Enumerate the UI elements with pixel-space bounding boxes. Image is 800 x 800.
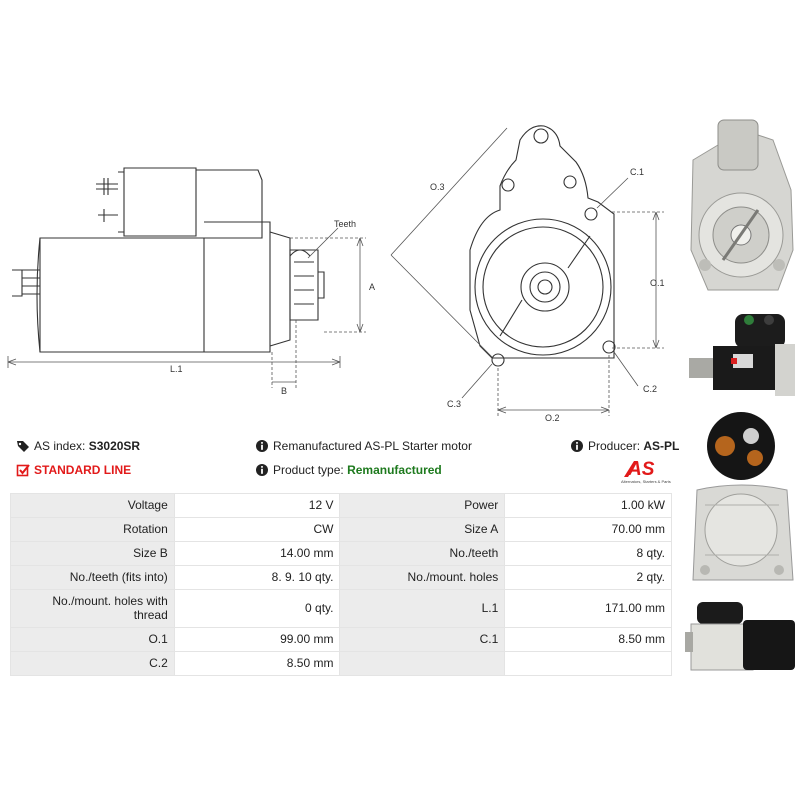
standard-line-label: STANDARD LINE — [34, 463, 132, 477]
info-icon — [256, 464, 268, 476]
logo-tagline: Alternators, Starters & Parts — [621, 479, 671, 484]
spec-value: 70.00 mm — [504, 517, 672, 542]
front-view — [469, 125, 616, 367]
spec-key: No./mount. holes — [339, 565, 506, 590]
pinion — [289, 249, 319, 321]
spec-key: No./mount. holes with thread — [10, 589, 175, 628]
producer: Producer: AS-PL — [570, 439, 679, 453]
dim-o3-line — [390, 127, 508, 256]
label-c2: C.2 — [643, 384, 657, 394]
as-index-label: AS index: — [34, 439, 86, 453]
spec-key: C.1 — [339, 627, 506, 652]
motor-body — [39, 237, 205, 353]
label-a: A — [369, 282, 375, 292]
info-icon — [256, 440, 268, 452]
spec-value — [504, 651, 672, 676]
spec-value: 2 qty. — [504, 565, 672, 590]
photo-rear-housing — [692, 412, 794, 581]
info-icon — [571, 440, 583, 452]
spec-value: CW — [173, 517, 341, 542]
label-teeth: Teeth — [334, 219, 356, 229]
spec-value: 0 qty. — [173, 589, 341, 628]
spec-key: Size A — [339, 517, 506, 542]
as-index: AS index: S3020SR — [16, 439, 140, 453]
as-index-value: S3020SR — [88, 439, 141, 453]
spec-value: 8. 9. 10 qty. — [173, 565, 341, 590]
checkbox-checked-icon — [16, 464, 30, 477]
spec-value: 14.00 mm — [173, 541, 341, 566]
label-l1: L.1 — [170, 364, 183, 374]
product-photos — [683, 110, 800, 690]
label-c3: C.3 — [447, 399, 461, 409]
spec-value: 8.50 mm — [173, 651, 341, 676]
spec-value: 99.00 mm — [173, 627, 341, 652]
spec-key: O.1 — [10, 627, 175, 652]
spec-key: Voltage — [10, 493, 175, 518]
spec-value: 1.00 kW — [504, 493, 672, 518]
spec-key: No./teeth (fits into) — [10, 565, 175, 590]
product-info: AS index: S3020SR STANDARD LINE Remanufa… — [0, 436, 680, 486]
photo-side-large — [685, 602, 795, 671]
spec-key: Size B — [10, 541, 175, 566]
producer-value: AS-PL — [643, 439, 680, 453]
tag-icon — [17, 441, 29, 452]
spec-key: Rotation — [10, 517, 175, 542]
spec-value: 12 V — [173, 493, 341, 518]
product-type-value: Remanufactured — [347, 463, 442, 477]
label-o1: O.1 — [650, 278, 665, 288]
product-type-label: Product type: — [273, 463, 344, 477]
standard-line: STANDARD LINE — [16, 463, 131, 477]
spec-key: L.1 — [339, 589, 506, 628]
label-c1: C.1 — [630, 167, 644, 177]
solenoid-body — [123, 167, 197, 237]
spec-key: Power — [339, 493, 506, 518]
technical-drawing: L.1 B A Teeth O.3 O.1 O.2 — [7, 125, 665, 423]
label-o3: O.3 — [430, 182, 445, 192]
spec-value: 8 qty. — [504, 541, 672, 566]
spec-key: C.2 — [10, 651, 175, 676]
spec-row: No./teeth (fits into)8. 9. 10 qty.No./mo… — [10, 565, 672, 590]
spec-key: No./teeth — [339, 541, 506, 566]
photo-front-view — [690, 119, 794, 291]
label-b: B — [281, 386, 287, 396]
description: Remanufactured AS-PL Starter motor — [255, 439, 472, 453]
producer-label: Producer: — [588, 439, 641, 453]
spec-value: 171.00 mm — [504, 589, 672, 628]
label-o2: O.2 — [545, 413, 560, 423]
description-text: Remanufactured AS-PL Starter motor — [273, 439, 472, 453]
product-type: Product type: Remanufactured — [255, 463, 442, 477]
teeth-leader — [307, 227, 339, 259]
as-pl-logo: AS Alternators, Starters & Parts — [621, 459, 671, 484]
spec-key — [339, 651, 506, 676]
photo-side-small — [689, 314, 795, 396]
spec-value: 8.50 mm — [504, 627, 672, 652]
